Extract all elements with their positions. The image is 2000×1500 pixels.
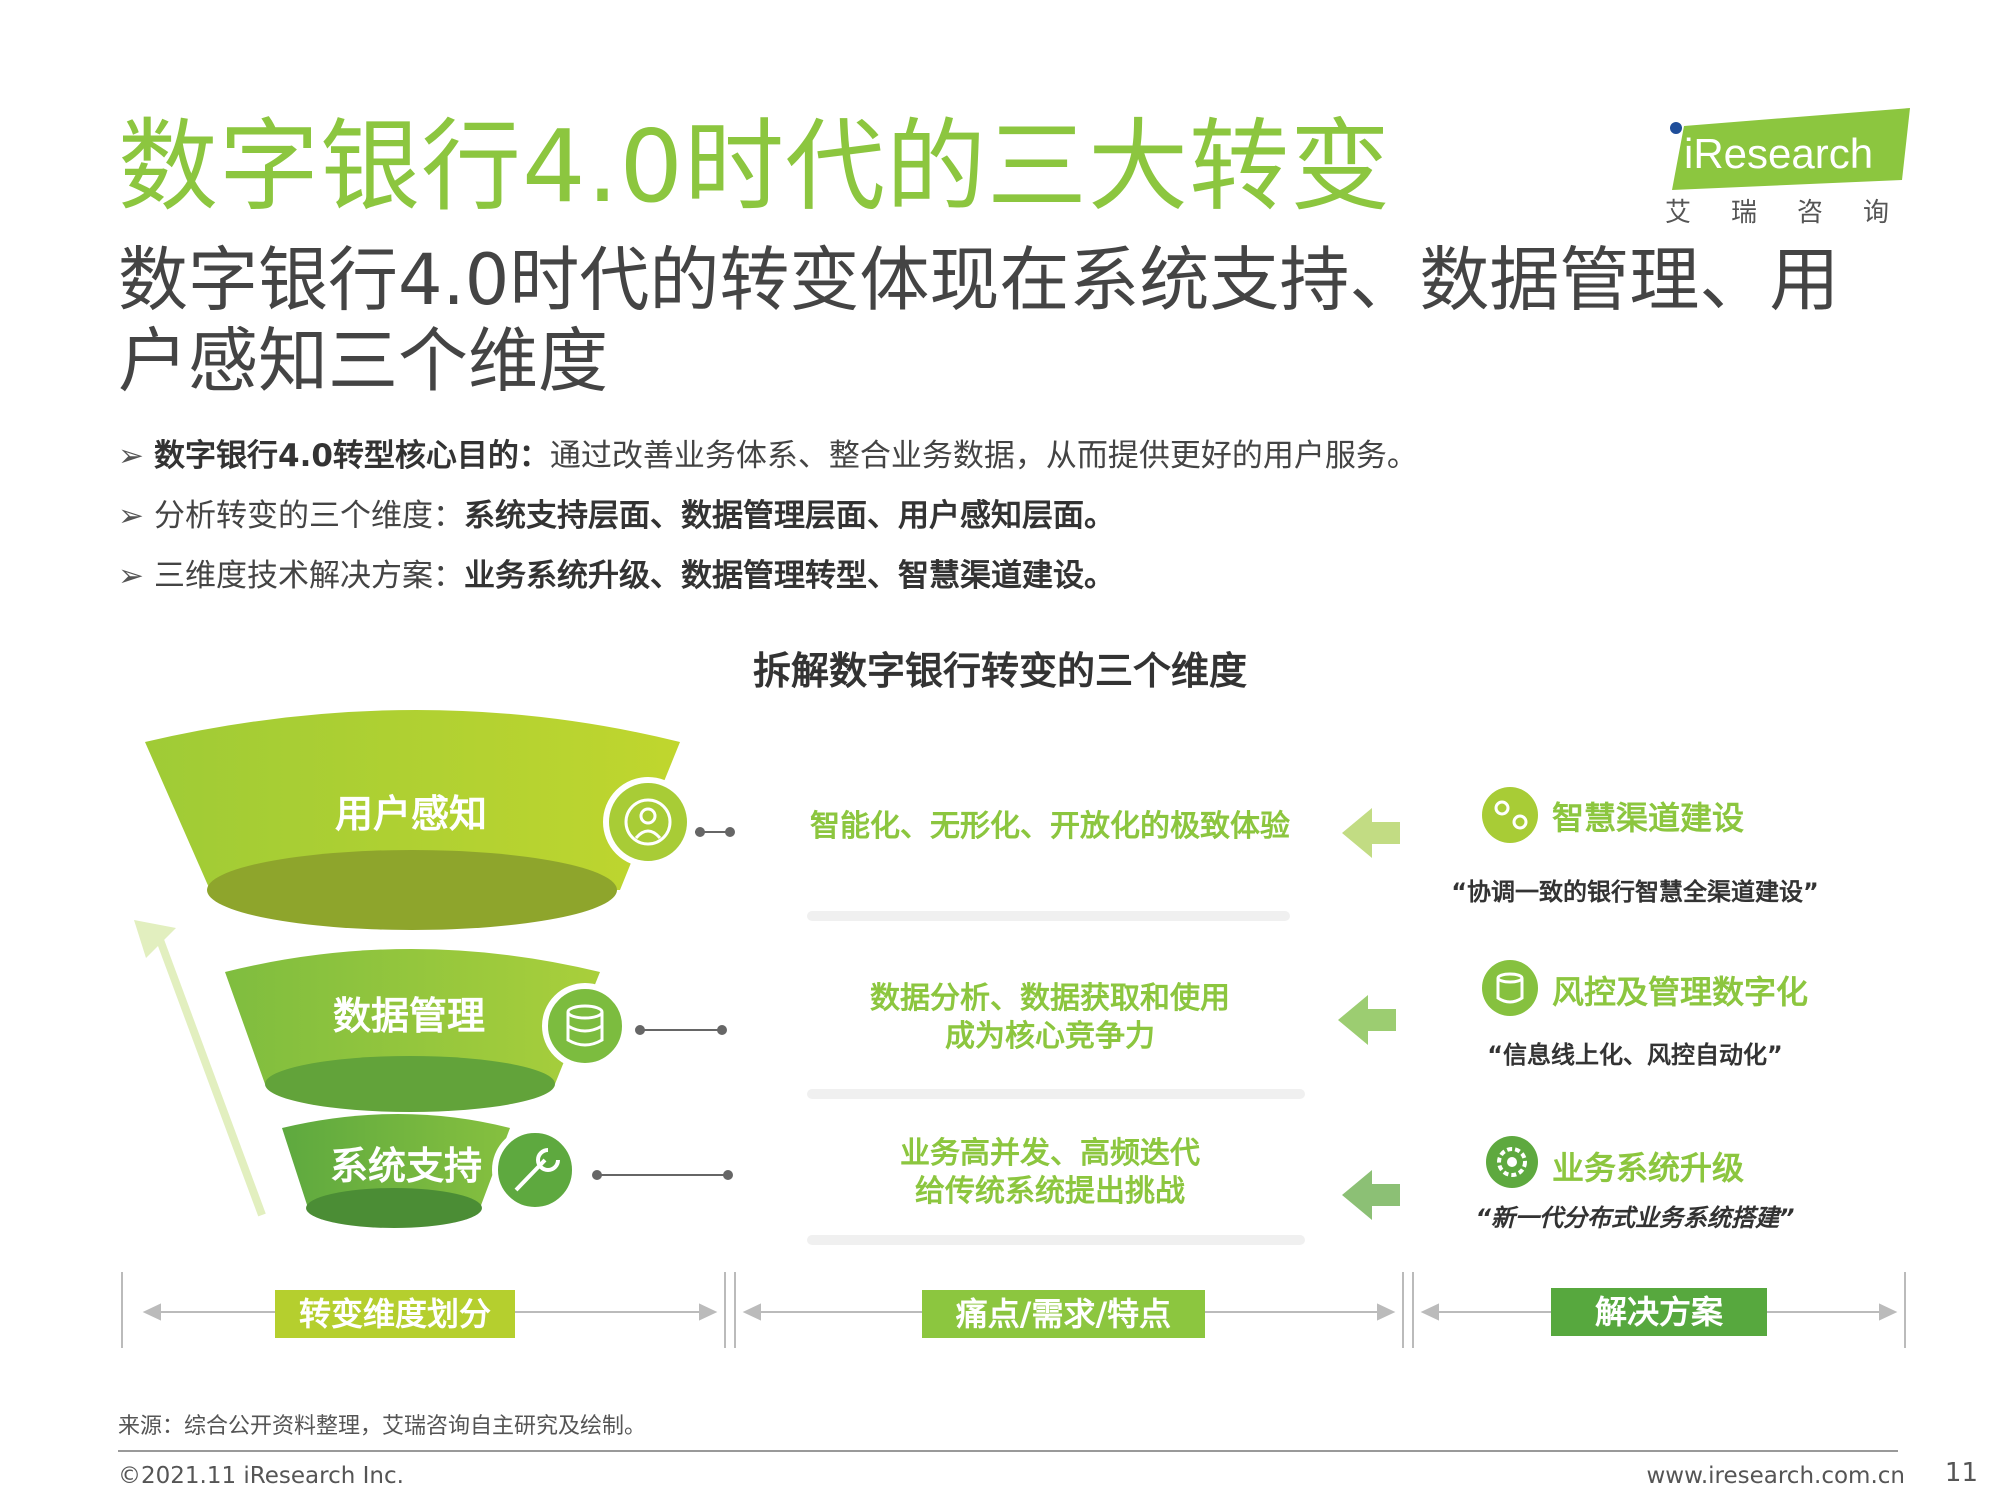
database-icon [1482,960,1538,1016]
wrench-icon [492,1127,578,1213]
bullet-text: 通过改善业务体系、整合业务数据，从而提供更好的用户服务。 [549,438,1418,474]
bullet-arrow-icon: ➢ [118,438,144,474]
solution-quote-data: “信息线上化、风控自动化” [1487,1041,1783,1069]
pain-separators [807,911,1305,1245]
funnel-level-data [225,949,600,1112]
bullet-label: 三维度技术解决方案： [154,558,464,594]
iresearch-logo: iResearch [1670,108,1910,190]
pain-point-system: 业务高并发、高频迭代 给传统系统提出挑战 [780,1135,1320,1210]
bullet-text: 系统支持层面、数据管理层面、用户感知层面。 [464,498,1115,534]
footer-divider [118,1450,1898,1452]
location-pins-icon [1482,787,1538,843]
copyright: ©2021.11 iResearch Inc. [118,1463,404,1489]
diagram-title: 拆解数字银行转变的三个维度 [752,649,1247,693]
bottom-label-pain: 痛点/需求/特点 [922,1290,1205,1338]
funnel-level-user [145,710,680,930]
pain-line: 数据分析、数据获取和使用 [870,981,1230,1016]
pain-line: 成为核心竞争力 [945,1018,1155,1054]
solution-title-data: 风控及管理数字化 [1552,973,1809,1011]
arrow-left-icons [1338,808,1400,1220]
pain-point-user: 智能化、无形化、开放化的极致体验 [810,809,1290,844]
level-label-user: 用户感知 [335,792,488,836]
bottom-label-solution: 解决方案 [1551,1288,1767,1336]
bullet-text: 业务系统升级、数据管理转型、智慧渠道建设。 [464,558,1115,594]
level-label-data: 数据管理 [333,994,486,1038]
logo-cn-text: 艾瑞咨询 [1665,198,1930,228]
page-title: 数字银行4.0时代的三大转变 [118,108,1392,225]
rise-arrow [134,920,266,1217]
solution-title-user: 智慧渠道建设 [1552,799,1745,837]
user-icon [603,777,693,867]
page-subtitle: 数字银行4.0时代的转变体现在系统支持、数据管理、用户感知三个维度 [118,239,1840,402]
funnel-level-system [282,1114,510,1228]
bullet-3: ➢ 三维度技术解决方案：业务系统升级、数据管理转型、智慧渠道建设。 [118,550,1115,595]
level-label-system: 系统支持 [330,1144,483,1188]
database-icon [542,983,628,1069]
bottom-label-dimension: 转变维度划分 [275,1290,515,1338]
bullet-2: ➢ 分析转变的三个维度：系统支持层面、数据管理层面、用户感知层面。 [118,490,1115,535]
solution-title-system: 业务系统升级 [1552,1149,1745,1187]
logo-text: iResearch [1684,130,1873,177]
solution-quote-system: “新一代分布式业务系统搭建” [1475,1204,1795,1232]
pain-line: 给传统系统提出挑战 [915,1173,1185,1209]
source-note: 来源：综合公开资料整理，艾瑞咨询自主研究及绘制。 [118,1414,647,1439]
website-link[interactable]: www.iresearch.com.cn [1646,1463,1906,1489]
bullet-label: 数字银行4.0转型核心目的： [154,438,550,474]
connector-lines [592,827,735,1180]
pain-line: 业务高并发、高频迭代 [900,1136,1200,1171]
bullet-arrow-icon: ➢ [118,558,144,594]
funnel-diagram [121,710,1906,1348]
solution-quote-user: “协调一致的银行智慧全渠道建设” [1451,878,1819,906]
bullet-label: 分析转变的三个维度： [154,498,464,534]
bullet-arrow-icon: ➢ [118,498,144,534]
pain-point-data: 数据分析、数据获取和使用 成为核心竞争力 [780,980,1320,1055]
gear-icon [1486,1136,1538,1188]
bullet-1: ➢ 数字银行4.0转型核心目的：通过改善业务体系、整合业务数据，从而提供更好的用户… [118,430,1418,475]
page-number: 11 [1944,1458,1978,1488]
